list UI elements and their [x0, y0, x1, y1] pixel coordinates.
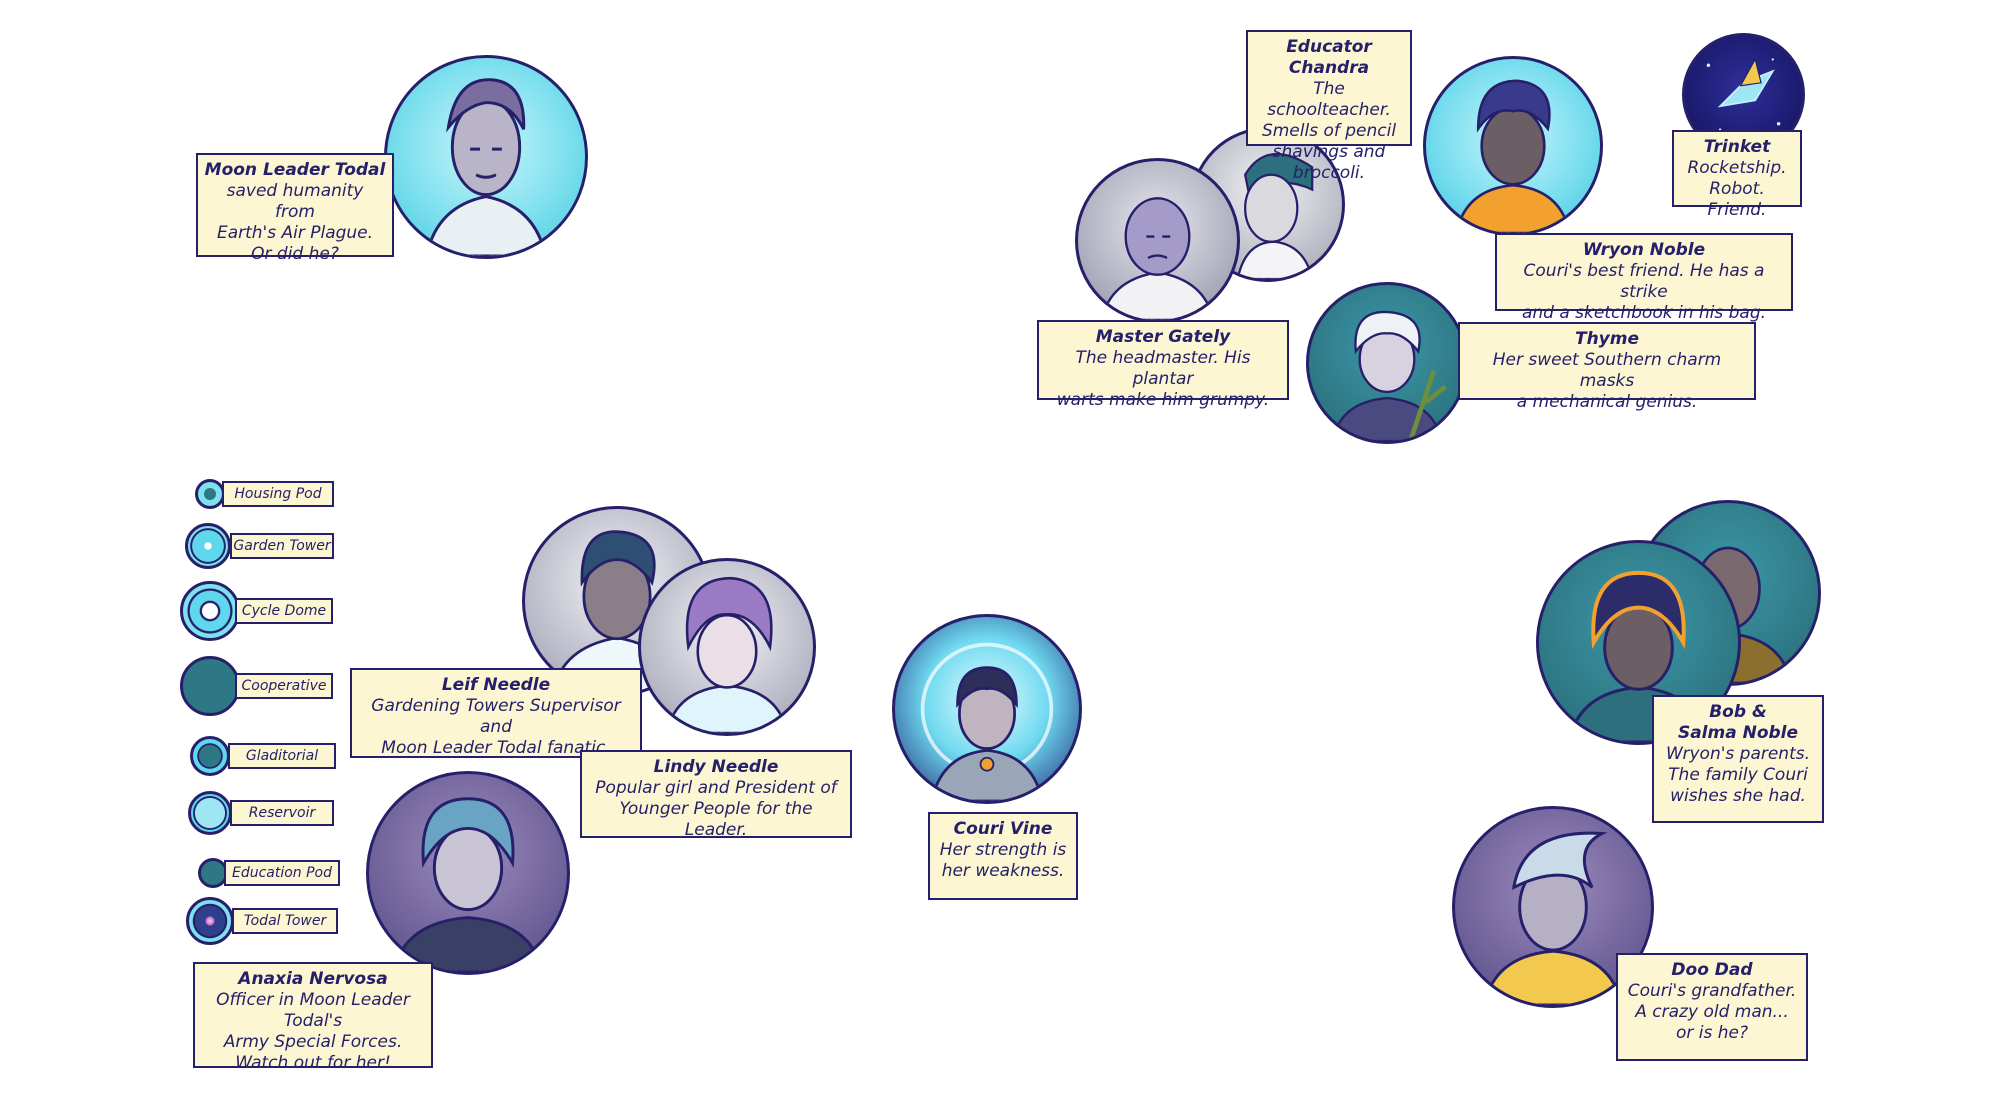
housing-pod-icon [195, 479, 225, 509]
portrait-thyme [1306, 282, 1468, 444]
name-couri-vine: Couri Vine [953, 819, 1053, 839]
desc-lindy-needle: Popular girl and President of Younger Pe… [595, 778, 837, 840]
legend-label-cooperative: Cooperative [235, 673, 333, 699]
legend-label-gladitorial: Gladitorial [228, 743, 336, 769]
name-educator-chandra: Educator Chandra [1286, 37, 1372, 78]
name-lindy-needle: Lindy Needle [653, 757, 779, 777]
portrait-anaxia-nervosa [366, 771, 570, 975]
label-educator-chandra: Educator Chandra The schoolteacher. Smel… [1246, 30, 1412, 183]
anaxia-nervosa-figure [392, 797, 544, 972]
label-wryon-noble: Wryon Noble Couri's best friend. He has … [1495, 233, 1793, 323]
trinket-figure [1706, 57, 1781, 131]
garden-tower-icon [185, 523, 231, 569]
desc-bob-salma-noble: Wryon's parents. The family Couri wishes… [1665, 744, 1811, 806]
moon-leader-todal-figure [425, 78, 547, 256]
label-master-gately: Master Gately The headmaster. His planta… [1037, 320, 1289, 410]
name-leif-needle: Leif Needle [441, 675, 551, 695]
desc-doo-dad: Couri's grandfather. A crazy old man... … [1627, 981, 1797, 1043]
desc-moon-leader-todal: saved humanity from Earth's Air Plague. … [216, 181, 374, 264]
label-anaxia-nervosa: Anaxia Nervosa Officer in Moon Leader To… [193, 962, 433, 1073]
legend-label-housing-pod: Housing Pod [222, 481, 334, 507]
legend-label-cycle-dome: Cycle Dome [235, 598, 333, 624]
label-lindy-needle: Lindy Needle Popular girl and President … [580, 750, 852, 840]
name-bob-salma-noble: Bob & Salma Noble [1677, 702, 1799, 743]
label-trinket: Trinket Rocketship. Robot. Friend. [1672, 130, 1802, 220]
name-thyme: Thyme [1574, 329, 1640, 349]
label-couri-vine: Couri Vine Her strength is her weakness. [928, 812, 1078, 900]
label-moon-leader-todal: Moon Leader Todal saved humanity from Ea… [196, 153, 394, 264]
legend-label-todal-tower: Todal Tower [232, 908, 338, 934]
master-gately-figure [1100, 197, 1215, 320]
desc-educator-chandra: The schoolteacher. Smells of pencil shav… [1261, 79, 1397, 183]
desc-thyme: Her sweet Southern charm masks a mechani… [1492, 350, 1722, 412]
desc-anaxia-nervosa: Officer in Moon Leader Todal's Army Spec… [216, 990, 410, 1073]
todal-tower-icon [186, 897, 234, 945]
desc-leif-needle: Gardening Towers Supervisor and Moon Lea… [371, 696, 621, 758]
name-moon-leader-todal: Moon Leader Todal [204, 160, 386, 180]
thyme-figure [1331, 310, 1447, 441]
desc-trinket: Rocketship. Robot. Friend. [1687, 158, 1787, 220]
cooperative-icon [180, 656, 240, 716]
legend-label-garden-tower: Garden Tower [230, 533, 334, 559]
desc-master-gately: The headmaster. His plantar warts make h… [1056, 348, 1270, 410]
portrait-couri-vine [892, 614, 1082, 804]
wryon-noble-figure [1455, 79, 1571, 233]
label-doo-dad: Doo Dad Couri's grandfather. A crazy old… [1616, 953, 1808, 1061]
portrait-master-gately [1075, 158, 1240, 323]
label-bob-salma-noble: Bob & Salma Noble Wryon's parents. The f… [1652, 695, 1824, 823]
label-leif-needle: Leif Needle Gardening Towers Supervisor … [350, 668, 642, 758]
portrait-moon-leader-todal [384, 55, 588, 259]
name-master-gately: Master Gately [1095, 327, 1231, 347]
name-anaxia-nervosa: Anaxia Nervosa [238, 969, 388, 989]
label-thyme: Thyme Her sweet Southern charm masks a m… [1458, 322, 1756, 412]
educator-chandra-figure [1236, 153, 1314, 279]
legend-label-reservoir: Reservoir [230, 800, 334, 826]
legend-label-education-pod: Education Pod [224, 860, 340, 886]
lindy-needle-figure [665, 576, 789, 733]
gladitorial-icon [190, 736, 230, 776]
couri-vine-figure [920, 642, 1054, 801]
name-wryon-noble: Wryon Noble [1582, 240, 1706, 260]
portrait-wryon-noble [1423, 56, 1603, 236]
name-trinket: Trinket [1703, 137, 1771, 157]
doo-dad-figure [1482, 831, 1624, 1005]
portrait-lindy-needle [638, 558, 816, 736]
desc-wryon-noble: Couri's best friend. He has a strike and… [1521, 261, 1767, 323]
name-doo-dad: Doo Dad [1671, 960, 1753, 980]
desc-couri-vine: Her strength is her weakness. [939, 840, 1067, 881]
cycle-dome-icon [180, 581, 240, 641]
portrait-educator-chandra [1190, 127, 1345, 282]
reservoir-icon [188, 791, 232, 835]
